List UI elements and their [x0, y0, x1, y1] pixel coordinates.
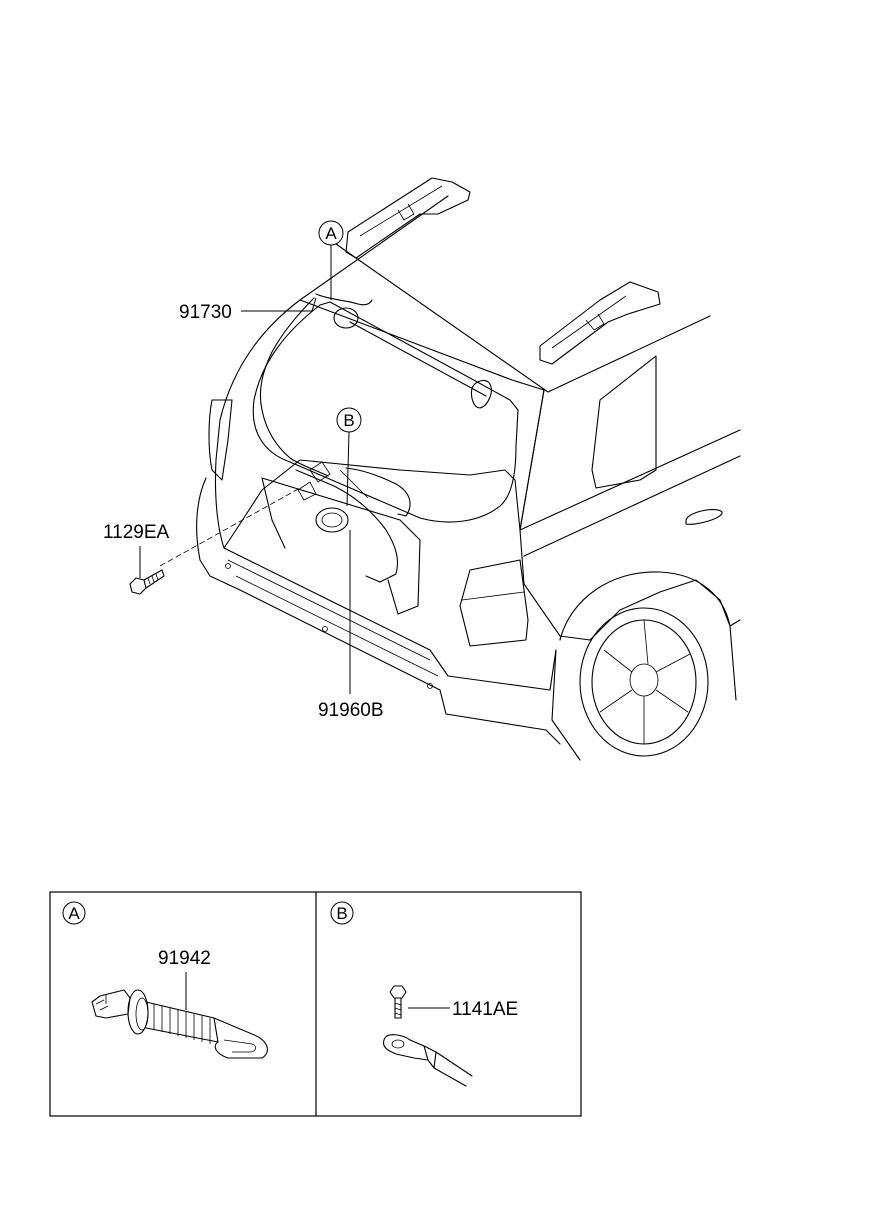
- vehicle-drawing: [159, 177, 741, 761]
- bolt-icon-1129ea: [129, 569, 165, 595]
- tailgate: [214, 299, 545, 549]
- rear-wheel: [579, 607, 709, 757]
- ground-terminal-icon: [382, 1034, 473, 1087]
- rear-bumper: [196, 477, 557, 731]
- part-label-1141ae[interactable]: 1141AE: [452, 999, 518, 1020]
- tail-lamp-right: [459, 559, 529, 647]
- detail-b-panel: B 1141AE: [330, 901, 518, 1087]
- part-label-91942[interactable]: 91942: [158, 948, 211, 969]
- detail-a-ref-badge: A: [62, 901, 86, 925]
- detail-a-panel: A 91942: [62, 901, 268, 1059]
- screw-projection-line: [159, 487, 301, 567]
- callout-ref-a-label: A: [325, 224, 337, 243]
- rear-window: [252, 301, 519, 523]
- roof-rail-right: [539, 281, 661, 365]
- detail-b-ref-badge: B: [330, 901, 354, 925]
- side-window: [591, 355, 657, 489]
- wiring-harness-tailgate: [259, 297, 329, 477]
- license-plate-recess: [261, 477, 421, 615]
- detail-a-ref-label: A: [68, 904, 80, 923]
- part-label-91960b[interactable]: 91960B: [318, 700, 384, 721]
- rear-wiper: [349, 321, 492, 409]
- callout-ref-b-label: B: [343, 411, 354, 430]
- callout-ref-b[interactable]: B: [336, 407, 362, 433]
- callout-ref-a[interactable]: A: [318, 220, 344, 246]
- wheel-arch: [559, 571, 737, 701]
- bolt-icon-1141ae: [389, 985, 407, 1019]
- emblem: [315, 507, 349, 533]
- detail-panels: [49, 891, 582, 1117]
- detail-b-ref-label: B: [336, 904, 347, 923]
- part-label-1129ea[interactable]: 1129EA: [103, 522, 170, 543]
- roof-outline: [299, 195, 711, 393]
- grommet-icon-91942: [91, 989, 268, 1059]
- tail-lamp-left: [208, 399, 233, 481]
- door-handle: [685, 509, 723, 525]
- part-label-91730[interactable]: 91730: [179, 302, 232, 323]
- body-side: [519, 389, 741, 641]
